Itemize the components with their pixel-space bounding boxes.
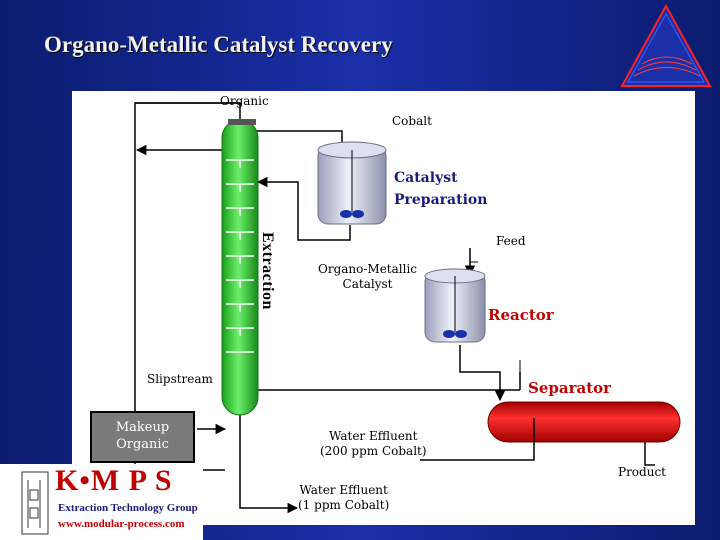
column-bottom-line [239, 415, 299, 514]
column-cap [228, 119, 256, 125]
separator-vessel [487, 401, 681, 443]
catalyst-prep-agitator-icon [340, 150, 364, 218]
reactor-agitator-icon [443, 276, 467, 338]
column-trays [226, 159, 254, 353]
extraction-label: Extraction [259, 232, 276, 310]
prep-to-column-line [256, 176, 351, 241]
organic-label: Organic [220, 94, 269, 108]
separator-water-line [420, 440, 535, 461]
triangle-logo-icon [620, 4, 712, 87]
catalyst-prep-label: Catalyst Preparation [394, 170, 488, 208]
cobalt-label: Cobalt [392, 114, 432, 128]
feed-line [469, 248, 478, 263]
page-title: Organo-Metallic Catalyst Recovery [44, 32, 393, 57]
kmps-subtitle: Extraction Technology Group [58, 502, 198, 514]
reactor-to-separator-line [459, 345, 506, 402]
separator-label: Separator [528, 379, 612, 397]
product-line [644, 440, 655, 466]
makeup-organic-box: Makeup Organic [90, 411, 195, 463]
kmps-logo: K•M P S Extraction Technology Group www.… [0, 464, 203, 540]
water-effluent-200-label: Water Effluent (200 ppm Cobalt) [320, 429, 427, 458]
feed-label: Feed [496, 234, 526, 248]
organo-metallic-label: Organo-Metallic Catalyst [318, 262, 418, 291]
slipstream-label: Slipstream [147, 372, 213, 386]
kmps-brand: K•M P S [55, 464, 173, 497]
product-label: Product [618, 465, 666, 479]
water-effluent-1-label: Water Effluent (1 ppm Cobalt) [298, 483, 390, 512]
kmps-url: www.modular-process.com [58, 518, 185, 530]
process-schematic-icon [21, 471, 49, 535]
reactor-label: Reactor [488, 306, 554, 324]
